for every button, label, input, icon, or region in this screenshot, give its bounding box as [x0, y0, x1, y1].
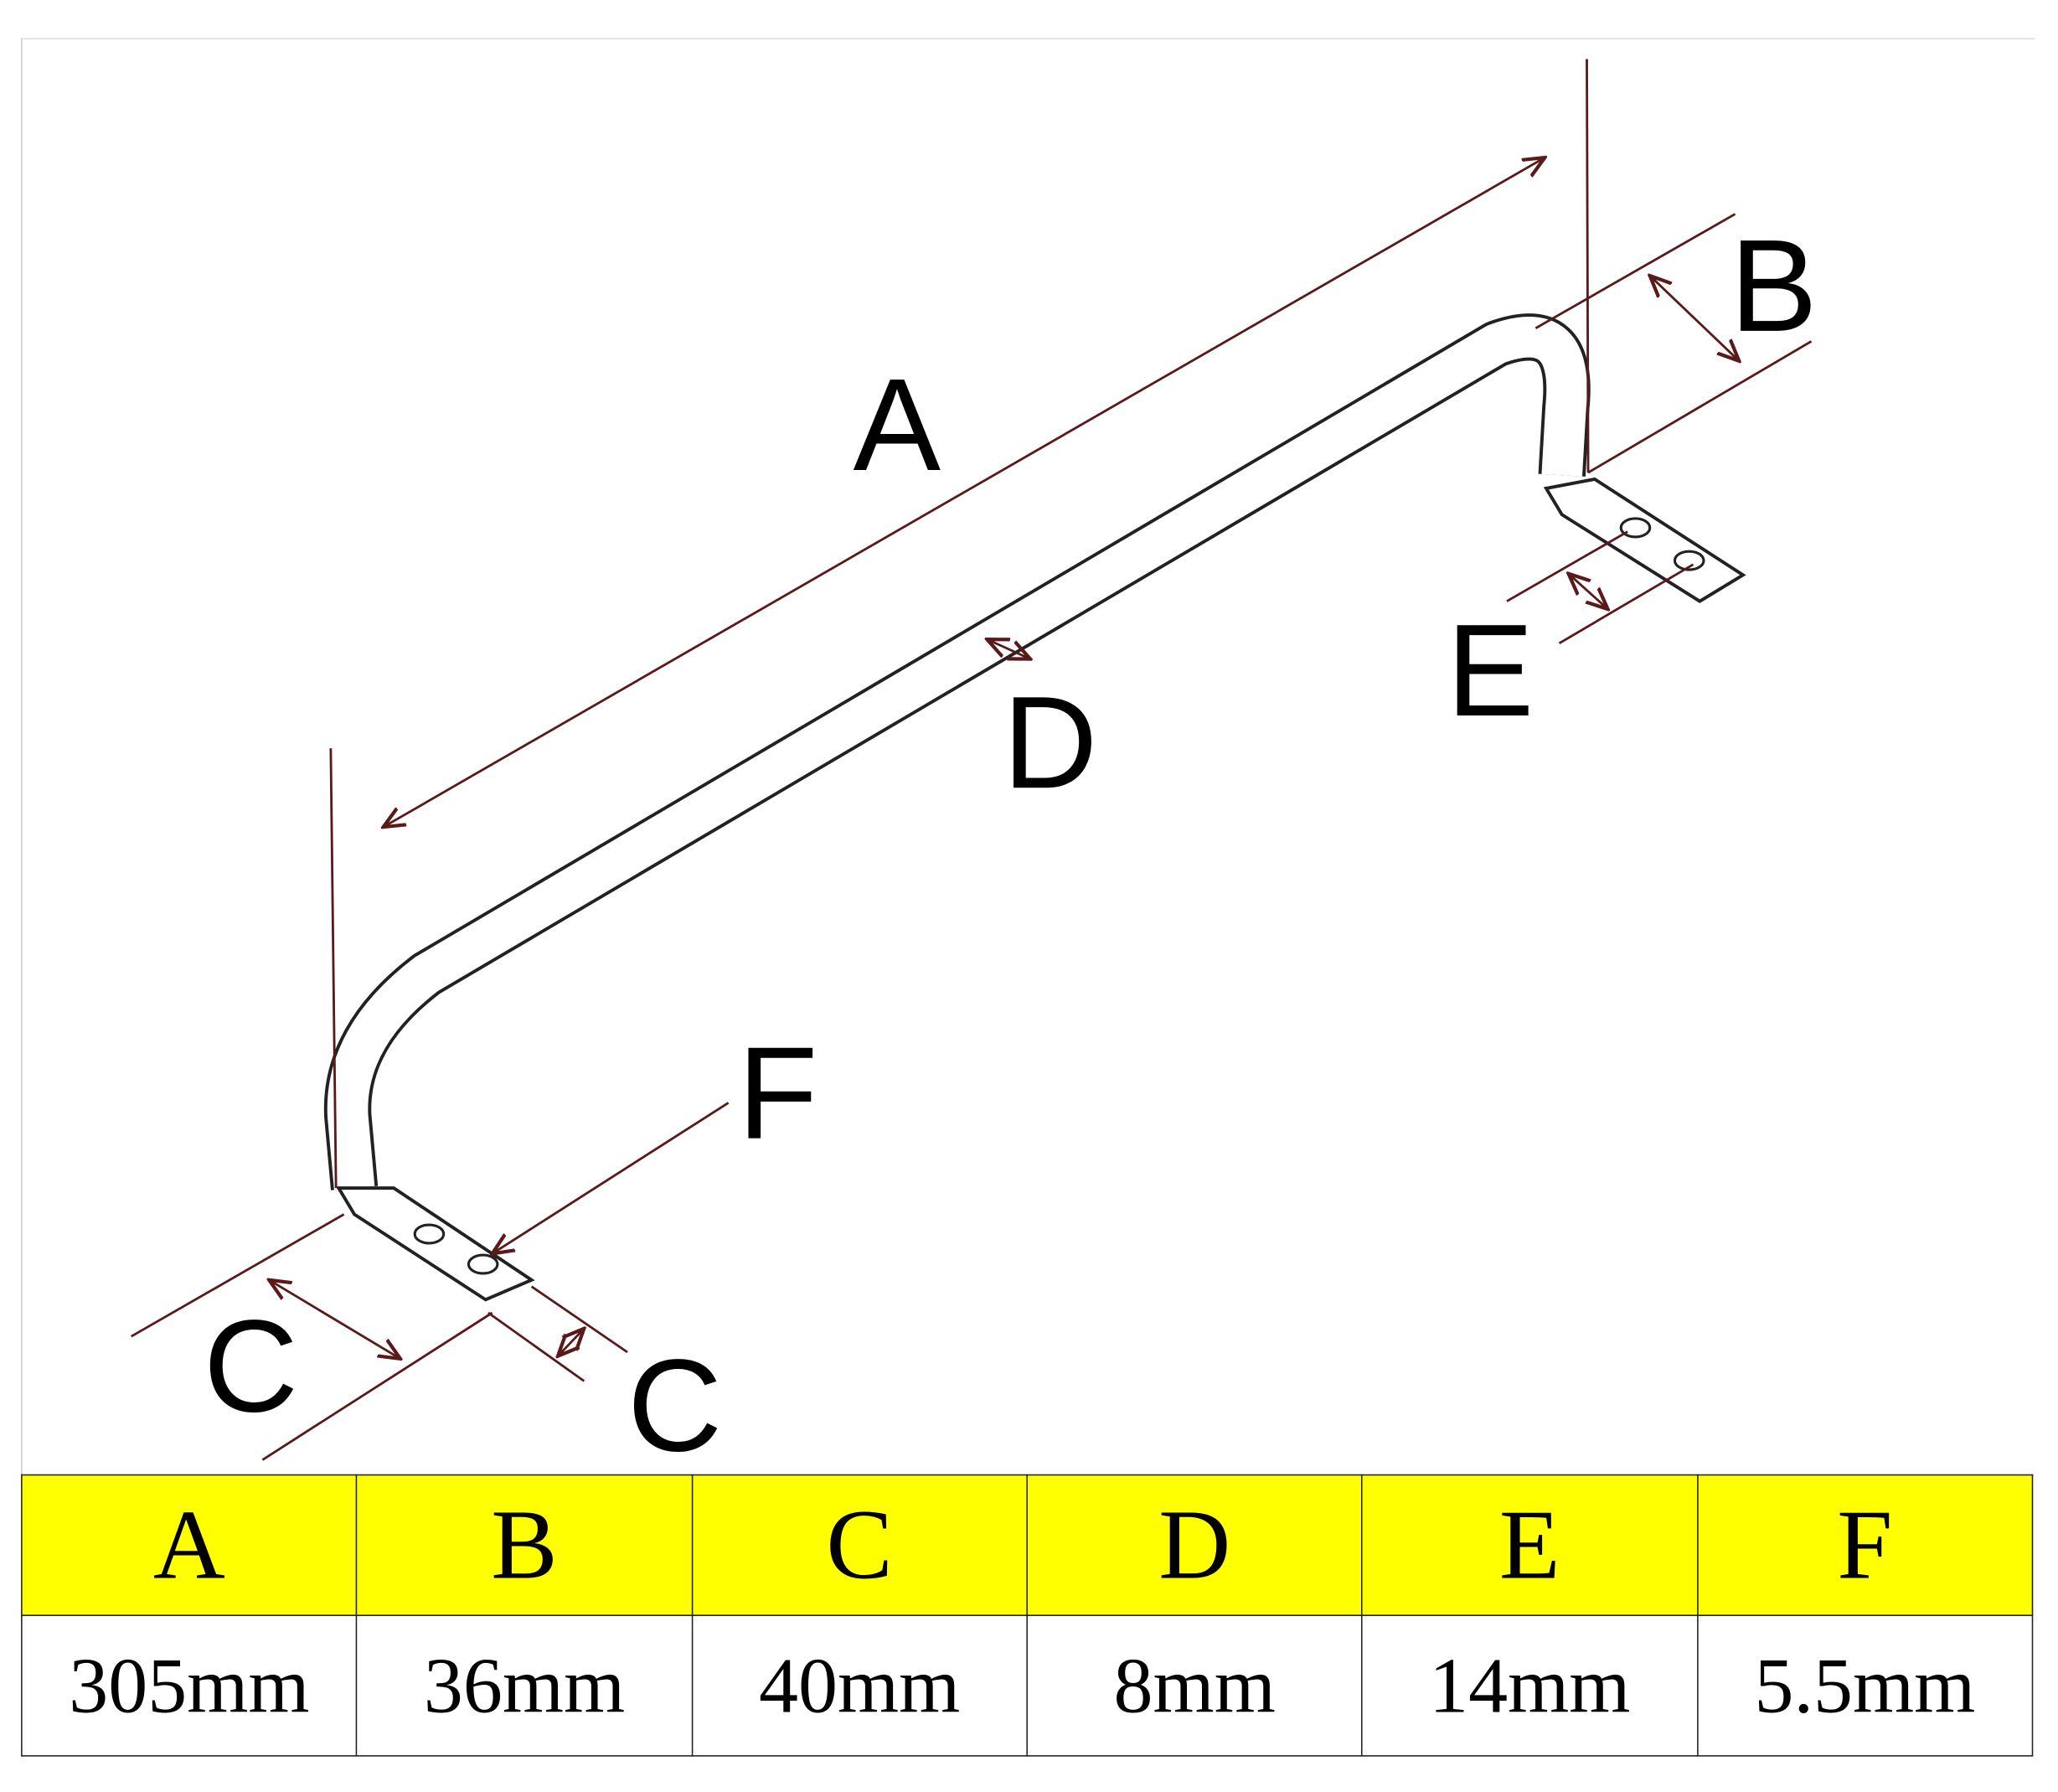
header-cell: F: [1696, 1474, 2034, 1616]
label-d: D: [1003, 669, 1097, 816]
header-cell: E: [1361, 1474, 1699, 1616]
value-cell: 5.5mm: [1696, 1614, 2034, 1757]
value-cell: 305mm: [21, 1614, 358, 1757]
dimension-lines: [130, 59, 1813, 1461]
value-cell: 14mm: [1361, 1614, 1699, 1757]
label-e: E: [1447, 597, 1534, 744]
header-cell: B: [356, 1474, 693, 1616]
header-cell: C: [691, 1474, 1028, 1616]
table-header-row: A B C D E F: [21, 1474, 2034, 1616]
towel-bar: [323, 313, 1746, 1302]
label-b: B: [1730, 213, 1818, 359]
label-c-right: C: [627, 1333, 722, 1480]
table-value-row: 305mm 36mm 40mm 8mm 14mm 5.5mm: [21, 1614, 2034, 1757]
header-cell: D: [1026, 1474, 1364, 1616]
label-a: A: [854, 352, 941, 498]
diagram-frame: [21, 38, 2035, 1476]
header-cell: A: [21, 1474, 358, 1616]
dimensions-table: A B C D E F 305mm 36mm 40mm 8mm 14mm 5.5…: [21, 1474, 2034, 1757]
label-c-left: C: [204, 1294, 298, 1440]
value-cell: 36mm: [356, 1614, 693, 1757]
label-f: F: [738, 1020, 818, 1167]
value-cell: 40mm: [691, 1614, 1028, 1757]
value-cell: 8mm: [1026, 1614, 1364, 1757]
